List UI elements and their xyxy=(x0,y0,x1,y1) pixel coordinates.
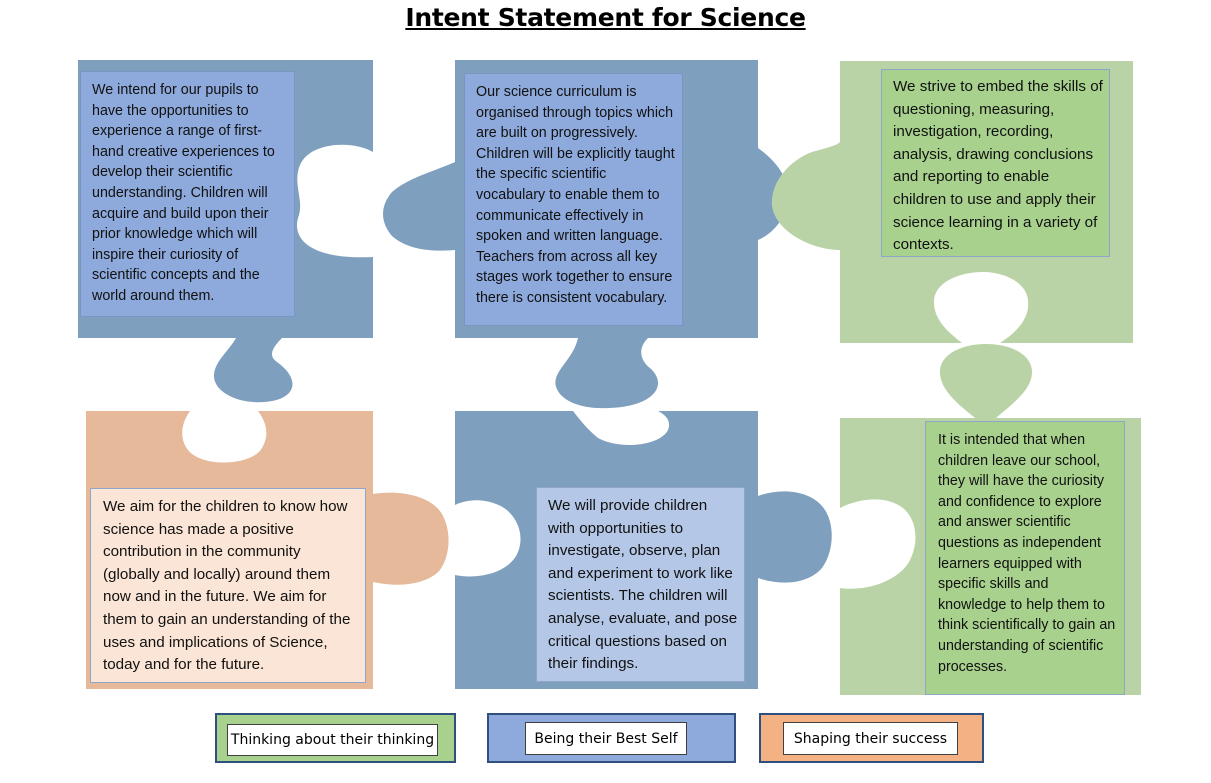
legend-orange-label: Shaping their success xyxy=(783,722,958,755)
intent-text-bottom-middle: We will provide children with opportunit… xyxy=(536,487,745,682)
legend-orange: Shaping their success xyxy=(759,713,984,763)
legend-blue: Being their Best Self xyxy=(487,713,736,763)
intent-text-top-middle: Our science curriculum is organised thro… xyxy=(464,73,683,326)
intent-text-bottom-left-body: We aim for the children to know how scie… xyxy=(103,498,351,674)
legend-green-label: Thinking about their thinking xyxy=(227,724,438,756)
intent-text-top-right-body: We strive to embed the skills of questio… xyxy=(893,78,1103,254)
intent-text-top-middle-body: Our science curriculum is organised thro… xyxy=(476,84,675,306)
intent-text-bottom-right: It is intended that when children leave … xyxy=(925,421,1125,695)
legend-blue-label: Being their Best Self xyxy=(525,722,687,755)
intent-text-top-left: We intend for our pupils to have the opp… xyxy=(80,71,295,317)
intent-text-bottom-right-body: It is intended that when children leave … xyxy=(938,432,1116,675)
intent-text-top-right: We strive to embed the skills of questio… xyxy=(881,69,1110,257)
intent-text-bottom-left: We aim for the children to know how scie… xyxy=(90,488,366,683)
page-title: Intent Statement for Science xyxy=(405,3,806,32)
intent-text-top-left-body: We intend for our pupils to have the opp… xyxy=(92,82,275,304)
legend-green: Thinking about their thinking xyxy=(215,713,456,763)
intent-text-bottom-middle-body: We will provide children with opportunit… xyxy=(548,497,738,673)
